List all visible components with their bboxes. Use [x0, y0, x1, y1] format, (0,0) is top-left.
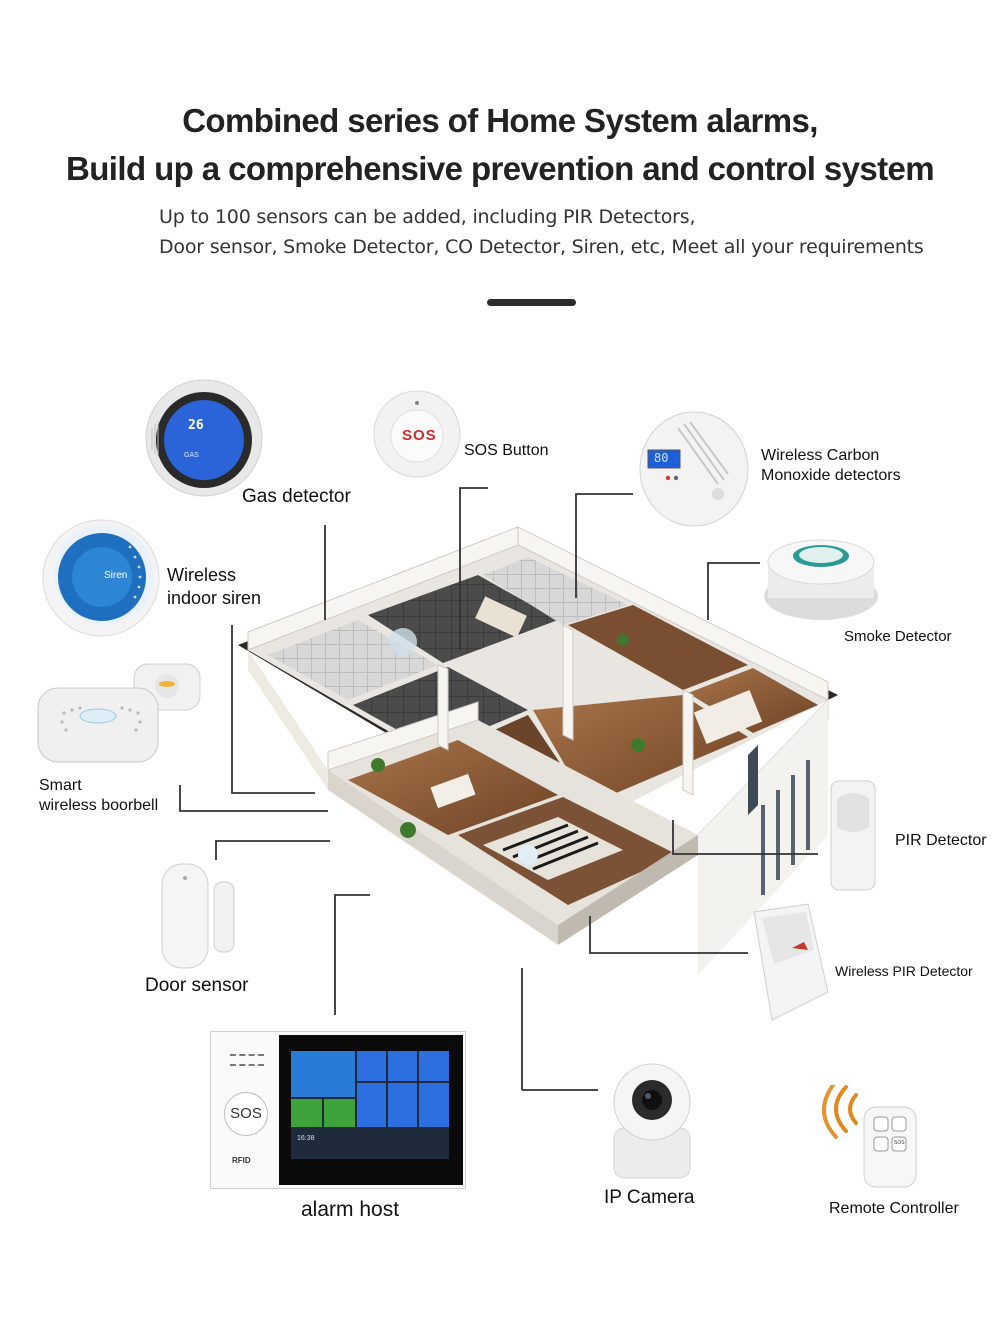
ip-camera-device — [610, 1062, 694, 1180]
ip-camera-label: IP Camera — [604, 1187, 695, 1208]
host-clock: 16:38 — [297, 1135, 315, 1142]
wireless-pir-icon — [753, 903, 829, 1021]
smoke-detector-icon — [764, 539, 878, 620]
door-sensor-label: Door sensor — [145, 975, 249, 996]
pir-detector-label: PIR Detector — [895, 832, 987, 849]
headline-line-1: Combined series of Home System alarms, — [182, 102, 818, 139]
header-divider — [487, 299, 576, 306]
host-tile-home[interactable] — [419, 1083, 449, 1127]
host-tile-stay[interactable] — [388, 1083, 417, 1127]
co-detector-icon — [639, 411, 749, 527]
siren-label-line-2: indoor siren — [167, 588, 262, 608]
host-tile-sos[interactable] — [324, 1099, 355, 1127]
speaker-grille — [230, 1054, 264, 1066]
gas-lcd-temp: 26 — [188, 418, 204, 433]
siren-face-text: Siren — [104, 570, 128, 581]
alarm-host-label: alarm host — [301, 1198, 400, 1221]
doorbell-label-line-1: Smart — [39, 777, 82, 794]
wireless-pir-label: Wireless PIR Detector — [835, 963, 973, 979]
sos-button-face-text: SOS — [402, 427, 437, 444]
smoke-detector-device — [762, 532, 880, 624]
sos-button-device: SOS — [372, 389, 462, 479]
host-screen-bezel: 16:38 — [279, 1035, 463, 1185]
pir-detector-icon — [830, 780, 876, 891]
siren-label-line-1: Wireless — [167, 565, 237, 585]
host-rfid-mark: RFID — [232, 1156, 251, 1165]
ip-camera-icon — [613, 1063, 691, 1179]
sos-button-label: SOS Button — [464, 442, 549, 459]
gas-lcd-label: GAS — [184, 452, 199, 459]
subtitle-line-1: Up to 100 sensors can be added, includin… — [159, 206, 696, 228]
gas-detector-label: Gas detector — [242, 486, 351, 507]
siren-device: Siren — [40, 517, 162, 639]
co-detector-label-line-2: Monoxide detectors — [761, 467, 901, 484]
co-detector-device: 80 — [638, 410, 750, 528]
host-screen: 16:38 — [291, 1051, 449, 1159]
doorbell-device — [36, 658, 204, 768]
host-weather-tile — [291, 1051, 355, 1097]
subtitle-line-2: Door sensor, Smoke Detector, CO Detector… — [159, 236, 924, 258]
remote-device: SOS — [820, 1079, 924, 1193]
host-sos-key[interactable]: SOS — [224, 1092, 268, 1136]
door-sensor-icon — [161, 863, 235, 969]
host-tile-unlock[interactable] — [419, 1051, 449, 1081]
co-lcd-text: 80 — [654, 451, 669, 465]
gas-detector-icon — [145, 379, 263, 497]
remote-icon — [822, 1079, 917, 1188]
wireless-pir-device — [748, 902, 830, 1022]
headline-line-2: Build up a comprehensive prevention and … — [66, 150, 935, 187]
co-detector-label-line-1: Wireless Carbon — [761, 447, 880, 464]
alarm-host-device: SOS RFID 16:38 — [210, 1031, 466, 1189]
doorbell-icon — [37, 663, 201, 763]
host-tile-arm[interactable] — [388, 1051, 417, 1081]
doorbell-label-line-2: wireless boorbell — [39, 797, 159, 814]
gas-detector-device: 26 GAS — [144, 378, 264, 498]
door-sensor-device — [160, 862, 236, 970]
host-tile-disarm[interactable] — [291, 1099, 322, 1127]
smoke-detector-label: Smoke Detector — [844, 628, 952, 645]
sos-button-icon — [373, 390, 461, 478]
pir-detector-device — [829, 779, 877, 892]
siren-icon — [42, 519, 160, 637]
host-tile-call[interactable] — [357, 1051, 386, 1081]
remote-sos-key: SOS — [894, 1140, 905, 1146]
remote-controller-label: Remote Controller — [829, 1200, 959, 1217]
host-tile-menu[interactable] — [357, 1083, 386, 1127]
